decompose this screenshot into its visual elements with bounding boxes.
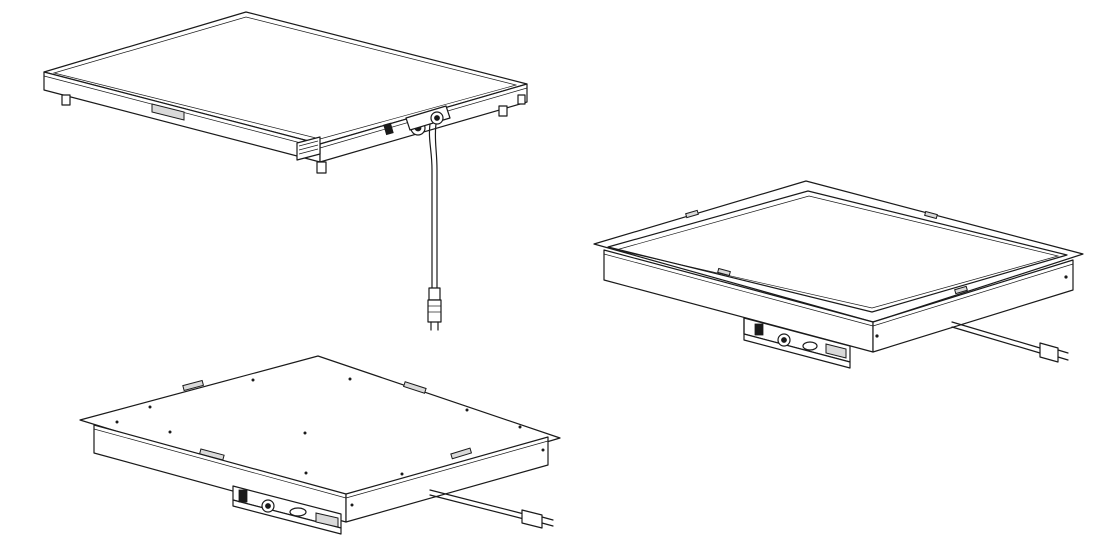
warmer-front-nameplate bbox=[151, 103, 185, 121]
dropin-control-label bbox=[825, 343, 847, 359]
warmer-foot-left bbox=[61, 94, 71, 106]
warmer-top-surface bbox=[43, 11, 528, 145]
dropin-power-plug bbox=[1039, 342, 1059, 363]
countertop-warmer-view bbox=[43, 11, 528, 331]
warmer-power-switch bbox=[383, 122, 394, 136]
underside-power-plug bbox=[521, 509, 543, 529]
dropin-badge bbox=[802, 341, 818, 351]
underside-power-switch bbox=[238, 489, 248, 503]
dropin-power-cord bbox=[951, 321, 1041, 349]
dropin-flange-clip bbox=[685, 209, 699, 219]
underside-clip bbox=[182, 379, 205, 392]
warmer-top-inner-border bbox=[52, 16, 518, 140]
warmer-power-plug bbox=[427, 299, 442, 323]
warmer-rating-label bbox=[296, 136, 321, 161]
dropin-well-surface bbox=[607, 190, 1068, 313]
underside-body-right bbox=[345, 436, 549, 523]
warmer-foot-right bbox=[498, 105, 508, 117]
drop-in-underside-view bbox=[79, 355, 561, 535]
warmer-power-cord bbox=[428, 123, 433, 291]
warmer-cord-strain-relief bbox=[428, 287, 441, 301]
underside-control-label bbox=[315, 512, 339, 528]
underside-badge bbox=[289, 507, 307, 517]
drop-in-top-view bbox=[593, 180, 1084, 369]
dropin-power-switch bbox=[754, 323, 764, 336]
dropin-body-right bbox=[872, 259, 1074, 353]
underside-power-cord bbox=[429, 489, 525, 515]
underside-screw bbox=[115, 420, 119, 424]
warmer-foot-front bbox=[316, 161, 327, 174]
warmer-foot-back bbox=[517, 94, 526, 105]
